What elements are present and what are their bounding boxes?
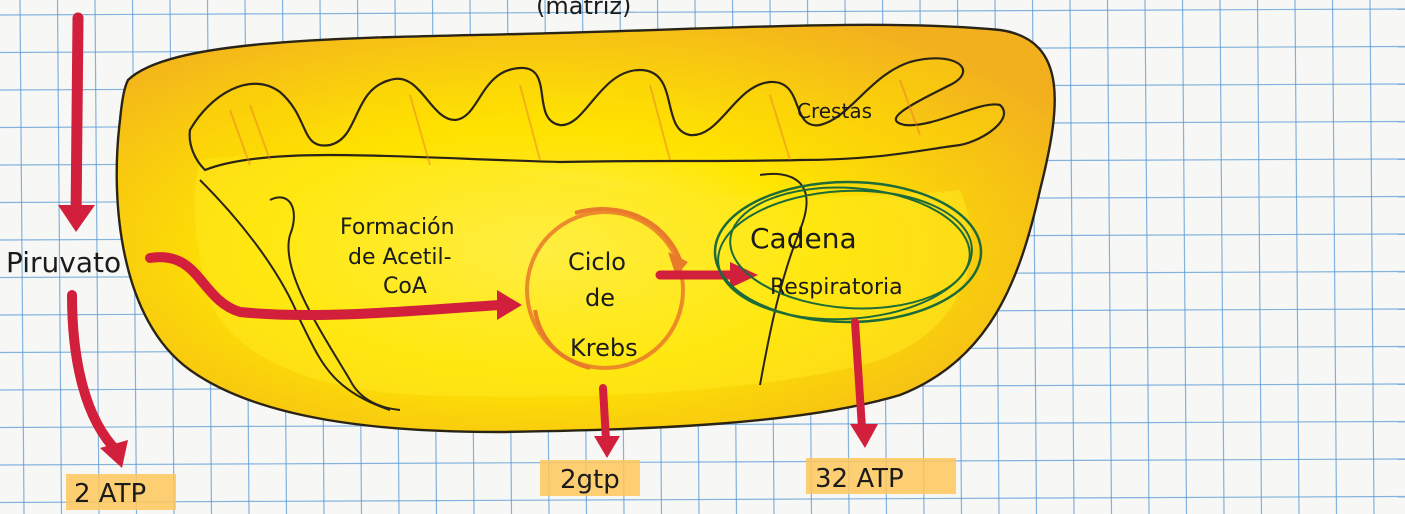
arrow-to-2atp [72,295,118,452]
grid-line-vertical [1333,0,1337,514]
cadena-label-line1: Cadena [750,222,857,255]
arrow-krebs-down [603,388,606,440]
ciclo-label-line2: de [585,284,615,312]
formacion-label-line3: CoA [383,274,427,299]
grid-line-vertical [1220,0,1224,514]
formacion-label-line1: Formación [340,215,455,240]
grid-line-vertical [1145,0,1149,514]
grid-line-vertical [1108,0,1112,514]
output-2gtp: 2gtp [560,465,620,495]
grid-line-vertical [1070,0,1074,514]
grid-line-vertical [1183,0,1187,514]
crestas-label: Crestas [797,99,872,123]
grid-line-vertical [1370,0,1374,514]
arrow-glucose-to-piruvato [76,18,78,220]
cadena-label-line2: Respiratoria [770,275,903,300]
grid-line-horizontal [0,497,1405,503]
output-32atp: 32 ATP [815,464,904,494]
formacion-label-line2: de Acetil- [348,245,452,270]
arrow-head-2atp [100,440,128,468]
ciclo-label-line1: Ciclo [568,248,626,276]
output-2atp: 2 ATP [74,479,146,509]
grid-line-vertical [1295,0,1299,514]
ciclo-label-line3: Krebs [570,334,638,362]
grid-line-vertical [1258,0,1262,514]
matrix-label: (matriz) [536,0,631,20]
arrow-head-piruvato [58,205,95,232]
arrow-head-krebs-down [594,436,620,458]
piruvato-label: Piruvato [6,246,121,279]
arrow-head-chain-down [850,424,878,448]
grid-line-horizontal [0,9,1405,15]
